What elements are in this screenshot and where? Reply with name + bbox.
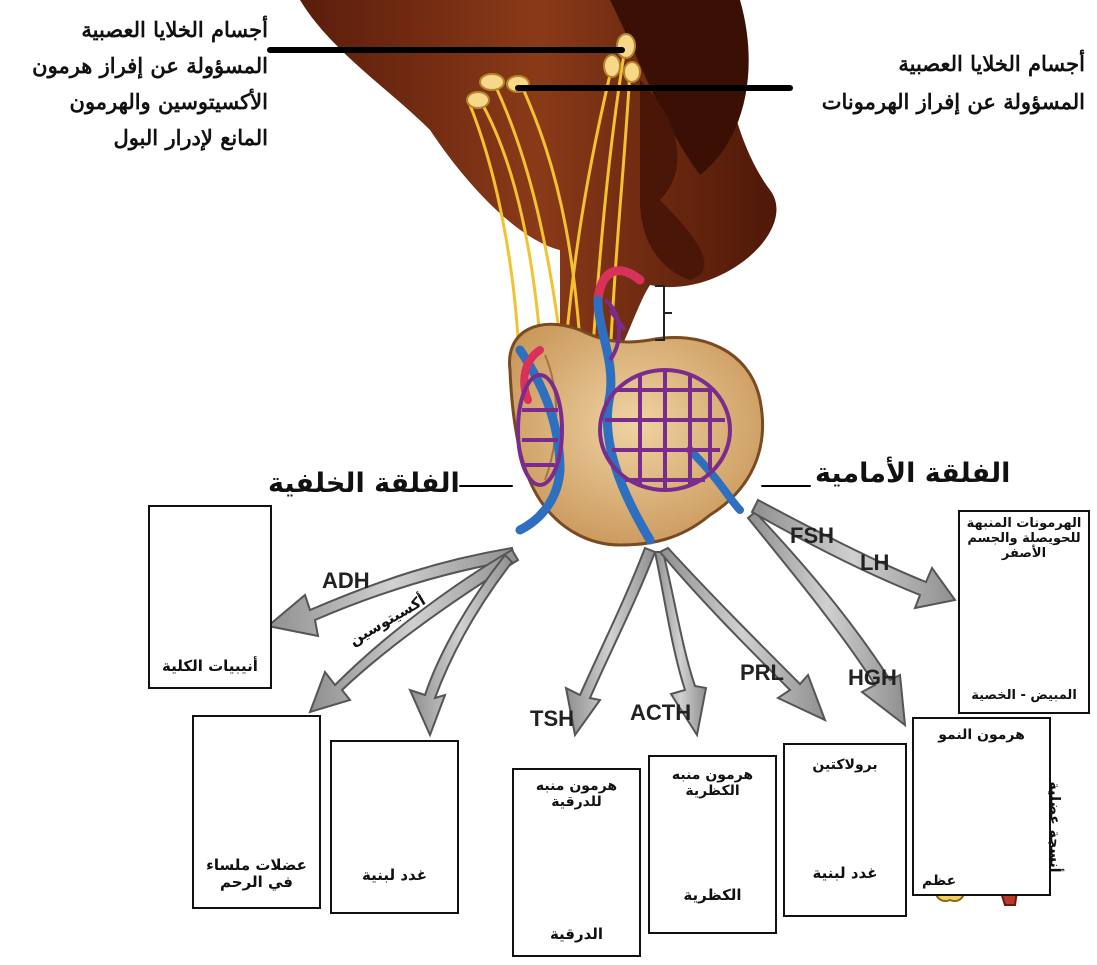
title-line: للحويصلة والجسم — [960, 532, 1088, 547]
title-line: الكظرية — [650, 783, 775, 799]
caption-line: عضلات ملساء — [194, 857, 319, 874]
box-thyroid-caption: الدرقية — [514, 926, 639, 943]
title-line: للدرقية — [514, 794, 639, 810]
label-line: الأكسيتوسين والهرمون — [28, 84, 268, 120]
label-line: أجسام الخلايا العصبية — [780, 45, 1085, 83]
label-posterior-neurons: أجسام الخلايا العصبية المسؤولة عن إفراز … — [28, 12, 268, 156]
title-line: هرمون منبه — [514, 778, 639, 794]
hormone-tsh: TSH — [530, 706, 574, 732]
hormone-acth: ACTH — [630, 700, 691, 726]
box-gonads-title: الهرمونات المنبهة للحويصلة والجسم الأصفر — [960, 517, 1088, 562]
label-anterior-neurons: أجسام الخلايا العصبية المسؤولة عن إفراز … — [780, 45, 1085, 121]
label-line: المانع لإدرار البول — [28, 120, 268, 156]
title-line: الأصفر — [960, 547, 1088, 562]
posterior-lobe-label: الفلقة الخلفية — [268, 468, 460, 499]
box-gonads-caption: المبيض - الخصية — [960, 689, 1088, 704]
box-prolactin: برولاكتين غدد لبنية — [783, 743, 907, 917]
box-gonads: الهرمونات المنبهة للحويصلة والجسم الأصفر… — [958, 510, 1090, 714]
box-growth-side-label: أنسجة عضلية — [1046, 782, 1062, 873]
label-line: المسؤولة عن إفراز هرمون — [28, 48, 268, 84]
hormone-fsh: FSH — [790, 523, 834, 549]
box-growth-caption: عظم — [922, 873, 956, 889]
hormone-prl: PRL — [740, 660, 784, 686]
box-thyroid: هرمون منبه للدرقية الدرقية — [512, 768, 641, 957]
bracket-pointer — [655, 286, 672, 340]
box-prolactin-caption: غدد لبنية — [785, 865, 905, 882]
box-adrenal: هرمون منبه الكظرية الكظرية — [648, 755, 777, 934]
box-kidney: أنيبيات الكلية — [148, 505, 272, 689]
label-line: أجسام الخلايا العصبية — [28, 12, 268, 48]
box-mammary-caption: غدد لبنية — [332, 867, 457, 884]
box-adrenal-caption: الكظرية — [650, 887, 775, 904]
box-thyroid-title: هرمون منبه للدرقية — [514, 778, 639, 810]
title-line: هرمون منبه — [650, 767, 775, 783]
label-line: المسؤولة عن إفراز الهرمونات — [780, 83, 1085, 121]
hormone-adh: ADH — [322, 568, 370, 594]
box-uterus-caption: عضلات ملساء في الرحم — [194, 857, 319, 892]
box-growth: هرمون النمو أنسجة عضلية عظم — [912, 717, 1051, 896]
box-growth-title: هرمون النمو — [914, 727, 1049, 743]
box-uterus: عضلات ملساء في الرحم — [192, 715, 321, 909]
box-prolactin-title: برولاكتين — [785, 757, 905, 773]
box-mammary: غدد لبنية — [330, 740, 459, 914]
caption-line: في الرحم — [194, 874, 319, 891]
box-adrenal-title: هرمون منبه الكظرية — [650, 767, 775, 799]
hormone-lh: LH — [860, 550, 889, 576]
hormone-hgh: HGH — [848, 665, 897, 691]
title-line: الهرمونات المنبهة — [960, 517, 1088, 532]
box-kidney-caption: أنيبيات الكلية — [150, 658, 270, 675]
anterior-lobe-label: الفلقة الأمامية — [815, 458, 1010, 489]
